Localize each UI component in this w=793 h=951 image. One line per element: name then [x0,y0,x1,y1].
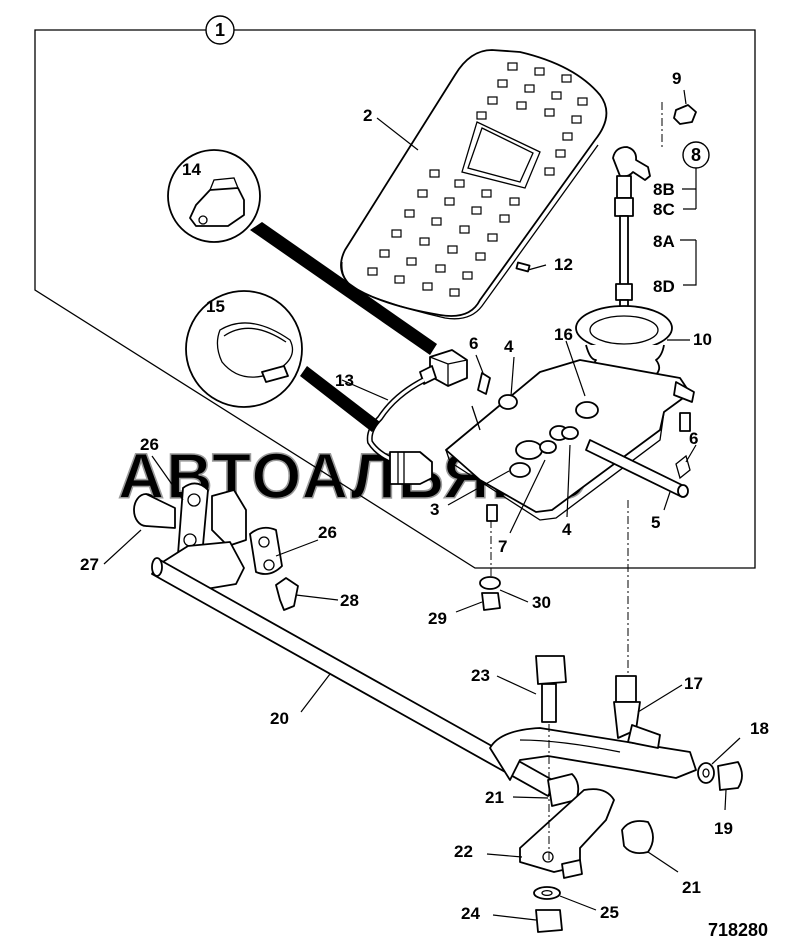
label-6a: 6 [469,334,478,353]
label-20: 20 [270,709,289,728]
label-9: 9 [672,69,681,88]
label-3: 3 [430,500,439,519]
label-25: 25 [600,903,619,922]
label-14: 14 [182,160,201,179]
label-2: 2 [363,106,372,125]
label-4b: 4 [562,520,572,539]
lower-linkage [133,482,743,933]
label-8a: 8A [653,232,675,251]
label-21b: 21 [682,878,701,897]
label-18: 18 [750,719,769,738]
label-30: 30 [532,593,551,612]
assembly-boundary [34,29,756,569]
part-labels: 2 3 4 4 5 6 6 7 8A 8B 8C 8D 9 10 12 13 1… [80,69,769,923]
label-6b: 6 [689,429,698,448]
label-22: 22 [454,842,473,861]
linkage-rod [612,102,697,331]
detail-inset-clip [167,149,437,355]
svg-text:8: 8 [691,145,701,165]
label-17: 17 [684,674,703,693]
label-23: 23 [471,666,490,685]
label-10: 10 [693,330,712,349]
label-4a: 4 [504,337,514,356]
label-24: 24 [461,904,480,923]
pedal-bracket [445,359,695,522]
label-12: 12 [554,255,573,274]
drawing-number: 718280 [708,920,768,940]
pivot-shaft [585,439,691,675]
callout-kit-8: 8 [682,141,710,169]
label-19: 19 [714,819,733,838]
label-13: 13 [335,371,354,390]
label-7: 7 [498,537,507,556]
label-26b: 26 [318,523,337,542]
leader-lines [103,89,741,921]
label-29: 29 [428,609,447,628]
detail-inset-tie [185,290,380,432]
label-16: 16 [554,325,573,344]
label-28: 28 [340,591,359,610]
callout-assembly-1: 1 [205,15,235,45]
label-8c: 8C [653,200,675,219]
label-21a: 21 [485,788,504,807]
label-8d: 8D [653,277,675,296]
label-5: 5 [651,513,660,532]
label-27: 27 [80,555,99,574]
label-8b: 8B [653,180,675,199]
label-26a: 26 [140,435,159,454]
pedal-pad [340,49,608,320]
label-15: 15 [206,297,225,316]
svg-text:1: 1 [215,20,225,40]
